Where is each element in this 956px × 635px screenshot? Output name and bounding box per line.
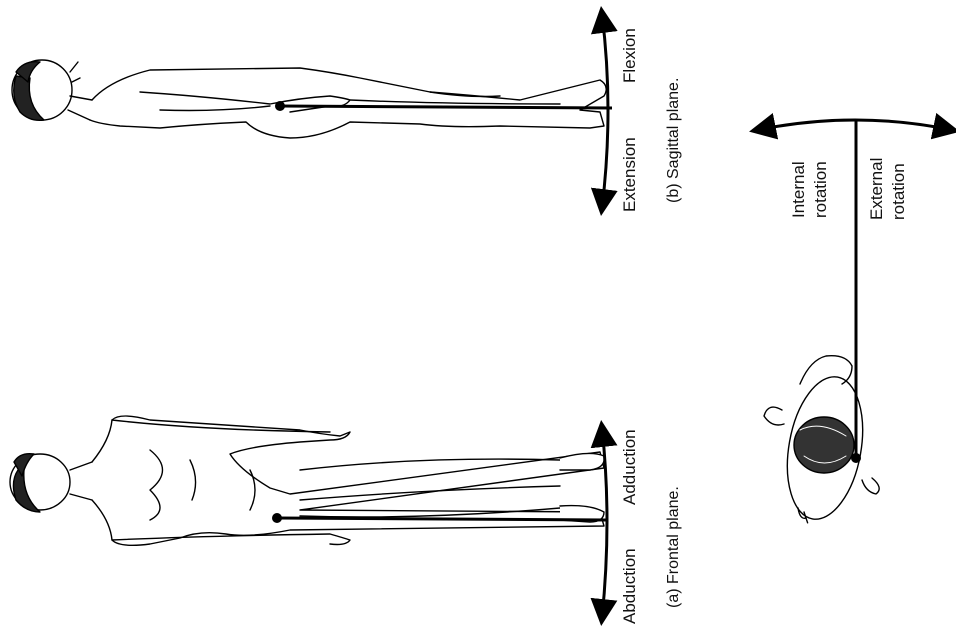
frontal-plane-axis — [272, 428, 607, 618]
top-view-figure-drawing — [764, 356, 879, 525]
top-view-joint-dot — [851, 453, 861, 463]
extension-label: Extension — [621, 137, 639, 212]
sagittal-plane-axis — [275, 14, 612, 208]
flexion-label: Flexion — [621, 28, 639, 83]
sagittal-motion-arc — [602, 14, 608, 208]
frontal-plane-caption: (a) Frontal plane. — [665, 486, 683, 608]
sagittal-figure-drawing — [12, 60, 606, 138]
transverse-plane-axis — [757, 120, 952, 463]
internal-rotation-label-line1: Internal — [790, 161, 808, 218]
abduction-label: Abduction — [621, 548, 639, 624]
external-rotation-label-line1: External — [868, 158, 886, 220]
internal-rotation-label-line2: rotation — [812, 161, 830, 218]
top-view-head — [794, 417, 854, 473]
frontal-figure-drawing — [10, 416, 604, 545]
sagittal-plane-caption: (b) Sagittal plane. — [665, 78, 683, 203]
sagittal-joint-dot — [275, 101, 285, 111]
frontal-joint-dot — [272, 513, 282, 523]
external-rotation-label-line2: rotation — [890, 163, 908, 220]
adduction-label: Adduction — [621, 429, 639, 505]
